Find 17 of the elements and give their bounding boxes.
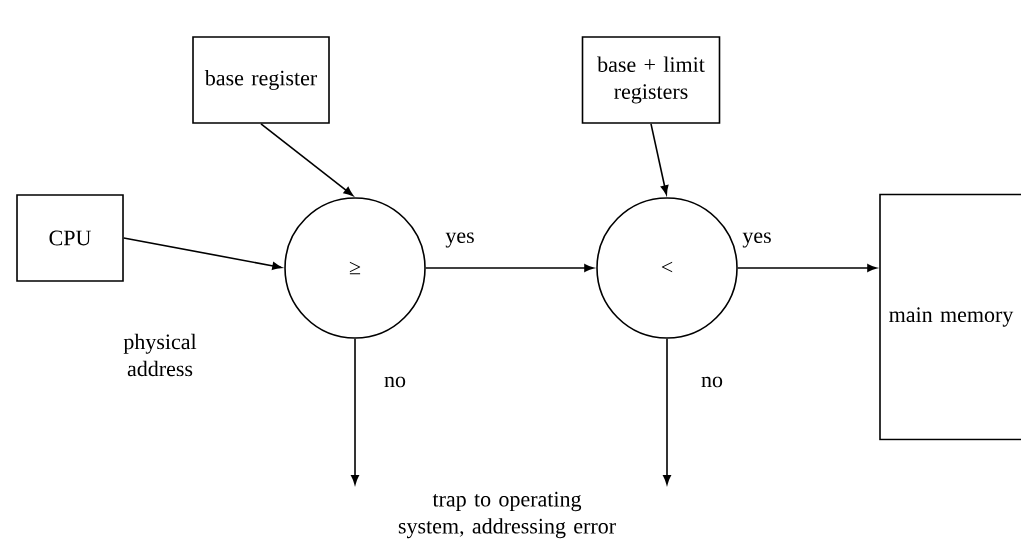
edge-label: no xyxy=(384,376,406,388)
register-box: base register xyxy=(192,36,330,124)
arrow xyxy=(663,338,671,485)
arrow xyxy=(260,123,354,196)
arrow xyxy=(737,264,877,272)
message-text: trap to operating system, addressing error xyxy=(398,491,616,539)
arrow xyxy=(425,264,594,272)
memory-box: main memory xyxy=(879,193,1021,441)
arrow xyxy=(650,123,669,195)
register-box: base + limit registers xyxy=(581,36,721,124)
arrow xyxy=(351,338,359,485)
edge-label: yes xyxy=(742,232,771,248)
register-box: CPU xyxy=(16,194,124,282)
arrow xyxy=(123,237,282,270)
edge-label: no xyxy=(701,376,723,388)
edge-label: yes xyxy=(445,232,474,248)
edge-label: physical address xyxy=(123,333,197,377)
